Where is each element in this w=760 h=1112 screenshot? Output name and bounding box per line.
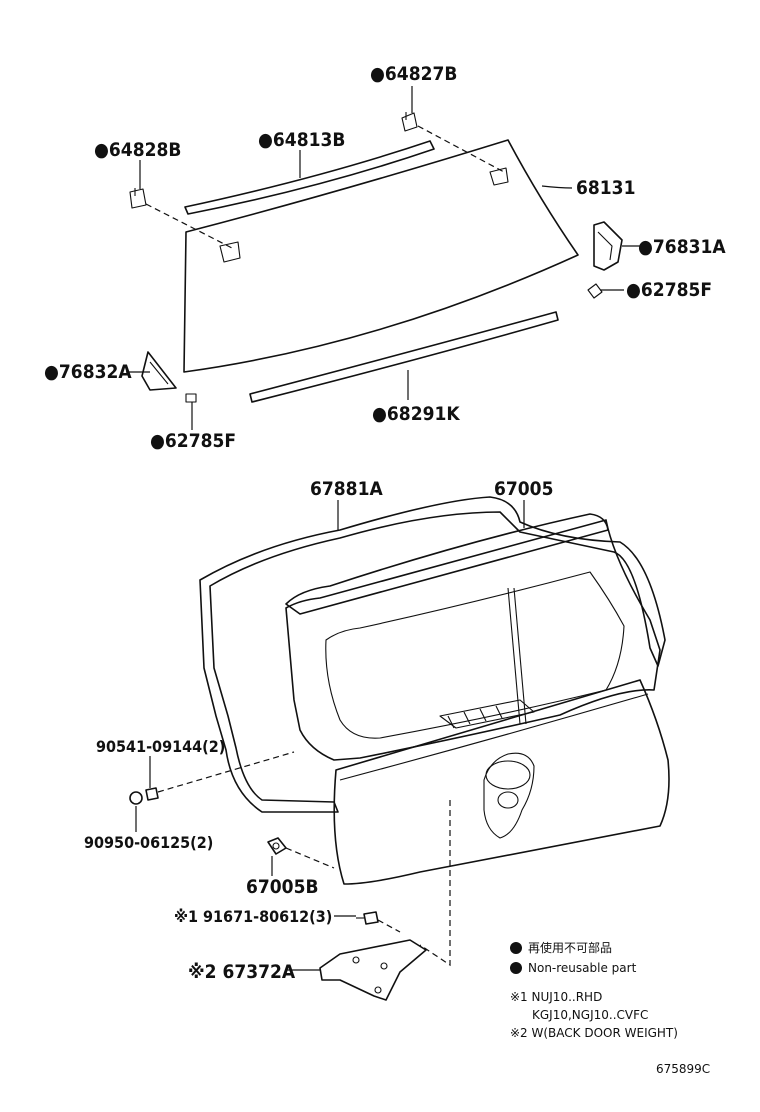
label-64813B: ●64813B bbox=[258, 129, 345, 151]
legend-jp: 再使用不可部品 bbox=[528, 940, 612, 955]
bolt-91671 bbox=[356, 911, 379, 925]
clip-62785F-left bbox=[185, 393, 197, 403]
diagram-code: 675899C bbox=[656, 1062, 710, 1076]
bumper-67005B bbox=[267, 837, 287, 855]
back-door-outer-panel bbox=[333, 679, 670, 885]
spoiler-67005 bbox=[285, 513, 609, 615]
weight-67372A bbox=[319, 939, 427, 1001]
back-window-glass-68131 bbox=[183, 139, 579, 373]
label-64828B: ●64828B bbox=[94, 139, 181, 161]
non-reusable-bullet-icon bbox=[510, 962, 522, 974]
legend-en: Non-reusable part bbox=[528, 961, 637, 975]
label-76832A: ●76832A bbox=[44, 361, 132, 383]
note-2: ※2 W(BACK DOOR WEIGHT) bbox=[510, 1026, 678, 1040]
label-68291K: ●68291K bbox=[372, 403, 460, 425]
label-64827B: ●64827B bbox=[370, 63, 457, 85]
label-62785F-right: ●62785F bbox=[626, 279, 712, 301]
latch-assembly bbox=[439, 699, 535, 729]
back-door-inner-panel bbox=[285, 519, 661, 761]
non-reusable-bullet-icon bbox=[510, 942, 522, 954]
label-68131: 68131 bbox=[576, 177, 635, 199]
label-67005: 67005 bbox=[494, 478, 553, 500]
weatherstrip-67881A bbox=[199, 496, 666, 813]
glass-stud-right bbox=[489, 167, 509, 186]
label-67005B: 67005B bbox=[246, 876, 319, 898]
legend: 再使用不可部品 Non-reusable part ※1 NUJ10..RHD … bbox=[510, 940, 678, 1040]
garnish-76831A bbox=[593, 221, 623, 271]
garnish-76832A bbox=[141, 351, 177, 391]
label-90950-06125: 90950-06125(2) bbox=[84, 833, 213, 852]
clip-64828B bbox=[129, 188, 147, 209]
label-67372A: ※2 67372A bbox=[188, 961, 296, 983]
label-67881A: 67881A bbox=[310, 478, 383, 500]
label-76831A: ●76831A bbox=[638, 236, 726, 258]
clip-64827B bbox=[401, 112, 418, 132]
leader-lines bbox=[126, 86, 650, 971]
label-62785F-left: ●62785F bbox=[150, 430, 236, 452]
clip-62785F-right bbox=[587, 283, 603, 299]
upper-moulding-64813B bbox=[184, 140, 435, 215]
label-91671-80612: ※1 91671-80612(3) bbox=[174, 907, 332, 926]
label-90541-09144: 90541-09144(2) bbox=[96, 737, 225, 756]
cushion-90541 bbox=[145, 787, 159, 801]
note-1-line-2: KGJ10,NGJ10..CVFC bbox=[532, 1008, 648, 1022]
lower-moulding-68291K bbox=[249, 311, 559, 403]
plug-90950 bbox=[129, 791, 143, 805]
note-1-line-1: ※1 NUJ10..RHD bbox=[510, 990, 602, 1004]
glass-stud-left bbox=[219, 241, 241, 263]
